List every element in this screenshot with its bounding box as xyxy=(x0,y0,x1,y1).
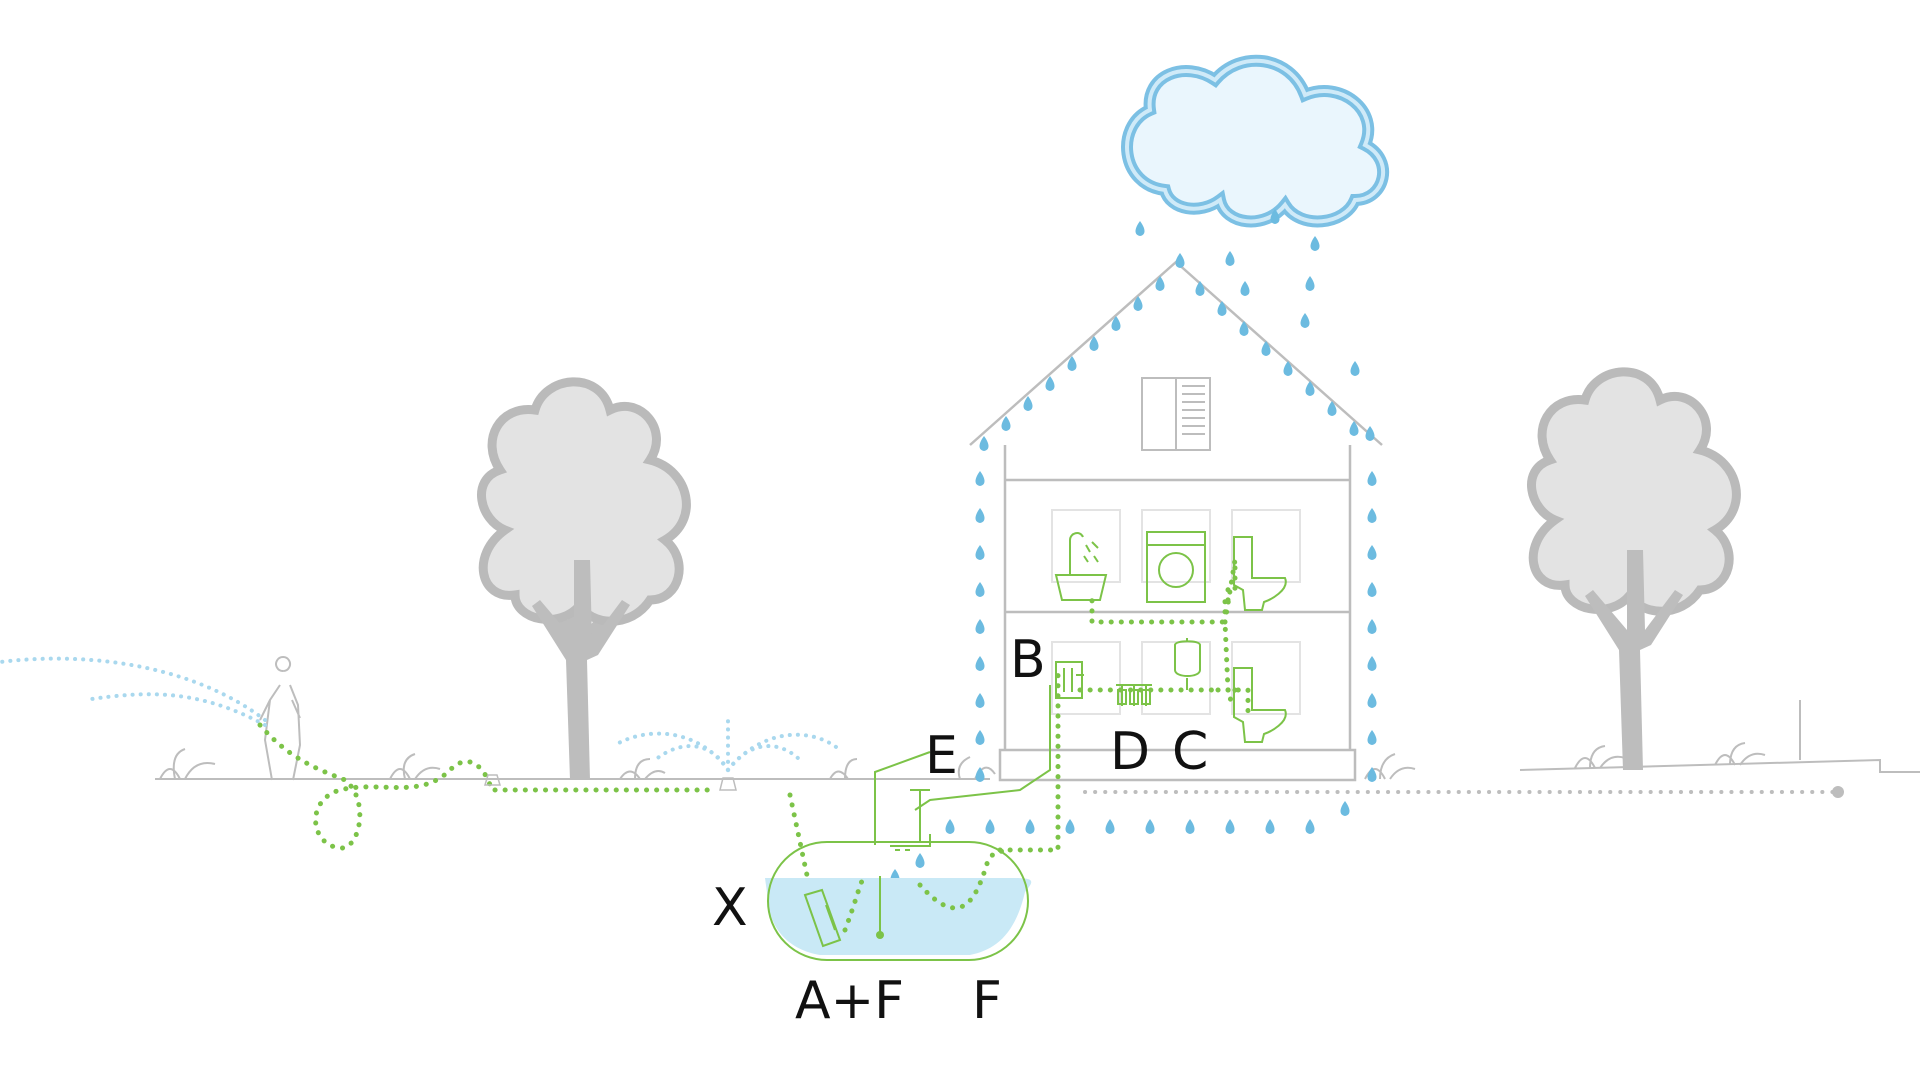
hose-spray-arc xyxy=(0,656,267,722)
raindrop-icon xyxy=(979,436,989,451)
raindrop-icon xyxy=(1195,281,1205,296)
person-with-hose-icon xyxy=(259,656,302,781)
label-d: D xyxy=(1110,722,1151,782)
expansion-vessel-icon xyxy=(1174,638,1201,690)
bathtub-shower-icon xyxy=(1054,532,1108,601)
washing-machine-icon xyxy=(1146,531,1206,603)
hose-spray-arc xyxy=(83,692,267,727)
control-line xyxy=(914,685,1051,811)
raindrop-icon xyxy=(1365,426,1375,441)
supply-pipe xyxy=(997,669,1061,853)
raindrop-icon xyxy=(1065,819,1075,834)
raindrop-icon xyxy=(985,819,995,834)
raindrop-icon xyxy=(1111,316,1121,331)
label-a-f: A+F xyxy=(795,971,905,1031)
raindrop-icon xyxy=(975,619,985,634)
grass-tufts xyxy=(159,742,1766,780)
raindrop-icon xyxy=(975,508,985,523)
rainwater-tank-icon xyxy=(765,841,1032,961)
label-b: B xyxy=(1010,630,1046,690)
raindrop-icon xyxy=(1225,819,1235,834)
garden-hose xyxy=(257,722,493,851)
toilet-icon xyxy=(1233,536,1287,611)
raindrop-icon xyxy=(1367,471,1377,486)
toilet-icon xyxy=(1233,667,1287,743)
label-c: C xyxy=(1172,722,1209,782)
raindrop-icon xyxy=(1367,693,1377,708)
ground-line xyxy=(155,700,1920,780)
raindrop-icon xyxy=(1367,545,1377,560)
raindrop-icon xyxy=(975,582,985,597)
raindrop-icon xyxy=(975,656,985,671)
submersible-pump-icon xyxy=(803,888,842,948)
raindrop-icon xyxy=(1001,416,1011,431)
raindrop-icon xyxy=(1185,819,1195,834)
raindrop-icon xyxy=(1175,253,1185,268)
raindrop-icon xyxy=(1350,361,1360,376)
raindrop-icon xyxy=(1310,236,1320,251)
filter-icon xyxy=(1116,684,1152,706)
raindrop-icon xyxy=(915,853,925,868)
cloud-icon xyxy=(1121,54,1389,228)
house-icon xyxy=(969,260,1383,782)
raindrop-icon xyxy=(1105,819,1115,834)
raindrop-icon xyxy=(1155,276,1165,291)
raindrop-icon xyxy=(975,471,985,486)
label-x: X xyxy=(712,878,748,938)
raindrop-icon xyxy=(975,545,985,560)
sprinkler-icon xyxy=(483,774,502,786)
raindrop-icon xyxy=(1305,276,1315,291)
raindrop-icon xyxy=(1270,209,1280,224)
pump-pipe xyxy=(842,875,868,933)
raindrop-icon xyxy=(1225,251,1235,266)
raindrop-icon xyxy=(1135,221,1145,236)
raindrop-icon xyxy=(1045,376,1055,391)
raindrop-icon xyxy=(1239,321,1249,336)
inlet-filter xyxy=(874,751,931,851)
label-f: F xyxy=(972,971,1002,1031)
house-pipe xyxy=(1089,597,1231,693)
raindrop-icon xyxy=(1367,508,1377,523)
raindrop-icon xyxy=(1305,819,1315,834)
raindrop-icon xyxy=(975,730,985,745)
sprinkler-feed-pipe xyxy=(787,792,811,883)
label-e: E xyxy=(925,726,958,786)
raindrop-icon xyxy=(1025,819,1035,834)
raindrop-icon xyxy=(1089,336,1099,351)
raindrop-icon xyxy=(975,767,985,782)
float-switch xyxy=(876,931,884,939)
tree-icon xyxy=(1527,367,1741,770)
raindrop-icon xyxy=(1349,421,1359,436)
raindrop-icon xyxy=(975,693,985,708)
raindrop-icon xyxy=(1327,401,1337,416)
raindrop-icon xyxy=(1261,341,1271,356)
raindrop-icon xyxy=(1300,313,1310,328)
raindrop-icon xyxy=(1367,767,1377,782)
raindrop-icon xyxy=(1217,301,1227,316)
raindrop-icon xyxy=(1023,396,1033,411)
tree-icon xyxy=(477,377,691,780)
raindrop-icon xyxy=(1305,381,1315,396)
house-pipe xyxy=(1215,687,1251,723)
rain-drops xyxy=(890,209,1377,884)
sewer-outlet xyxy=(1832,786,1844,798)
pump-unit-icon xyxy=(1055,661,1084,699)
raindrop-icon xyxy=(1340,801,1350,816)
raindrop-icon xyxy=(1367,619,1377,634)
raindrop-icon xyxy=(1133,296,1143,311)
sprinkler-icon xyxy=(613,713,842,791)
raindrop-icon xyxy=(945,819,955,834)
raindrop-icon xyxy=(1067,356,1077,371)
raindrop-icon xyxy=(1367,656,1377,671)
raindrop-icon xyxy=(1283,361,1293,376)
raindrop-icon xyxy=(1265,819,1275,834)
raindrop-icon xyxy=(1367,582,1377,597)
raindrop-icon xyxy=(1240,281,1250,296)
raindrop-icon xyxy=(1145,819,1155,834)
raindrop-icon xyxy=(1367,730,1377,745)
